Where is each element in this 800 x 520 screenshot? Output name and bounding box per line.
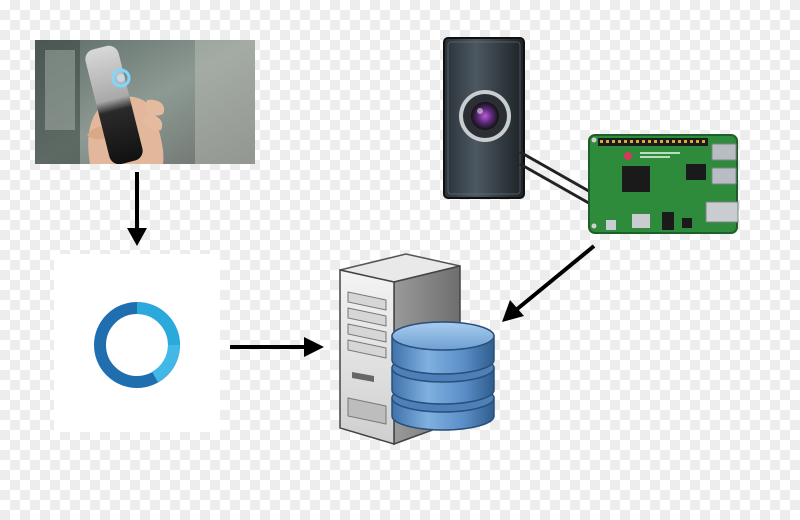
database-cylinder-icon — [388, 316, 498, 434]
arrow-down — [122, 170, 152, 250]
hand-device-photo — [35, 40, 255, 164]
arrow-right — [228, 332, 328, 362]
raspberry-pi-board-icon — [588, 134, 740, 236]
cortana-logo-card — [54, 254, 220, 432]
ring-logo-icon — [94, 302, 180, 388]
arrow-diagonal — [496, 242, 600, 328]
camera-ribbon-cable — [518, 148, 598, 218]
camera-module-icon — [442, 36, 528, 200]
